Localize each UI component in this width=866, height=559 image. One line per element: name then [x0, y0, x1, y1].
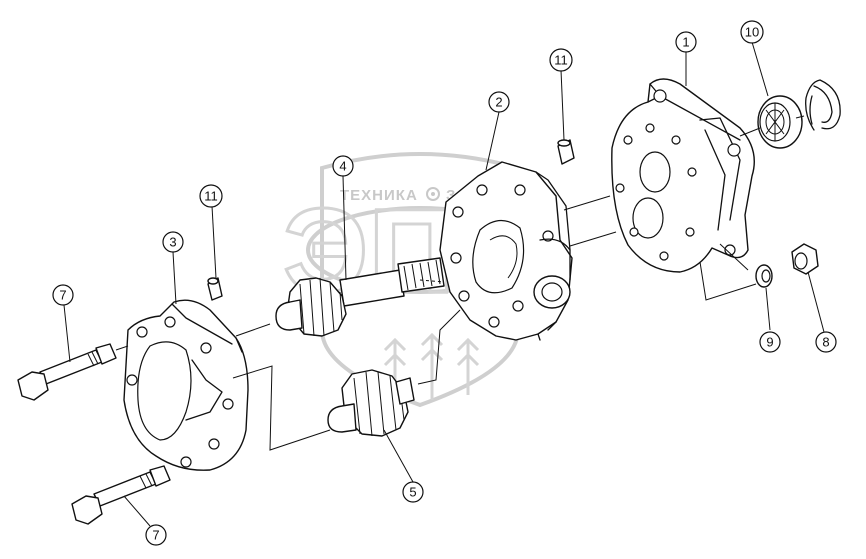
part-11-dowel-pin-lower: [207, 277, 223, 301]
callout-2: 2: [488, 91, 510, 113]
callouts: 1 2 3 4 5 7 7 8: [52, 20, 837, 546]
part-7-bolt-lower: [71, 465, 171, 525]
part-11-dowel-pin-upper: [557, 139, 575, 165]
callout-7-lower: 7: [145, 524, 167, 546]
assembly-lines: [115, 115, 805, 451]
part-8-nut: [791, 243, 819, 275]
svg-text:2: 2: [495, 95, 502, 110]
svg-text:8: 8: [822, 335, 829, 350]
callout-10: 10: [740, 20, 764, 44]
retaining-ring: [805, 79, 841, 131]
part-9-washer: [755, 264, 773, 288]
callout-8: 8: [815, 331, 837, 353]
callout-9: 9: [759, 331, 781, 353]
watermark-shield: [320, 152, 520, 408]
part-5-driven-gear: [327, 369, 415, 437]
part-10-bearing: [757, 95, 803, 149]
part-1-housing: [611, 78, 755, 273]
leader-lines: [63, 41, 825, 527]
svg-text:3: 3: [169, 235, 176, 250]
part-2-pump-body: [439, 161, 573, 341]
svg-text:1: 1: [682, 35, 689, 50]
callout-7-upper: 7: [52, 284, 74, 306]
callout-1: 1: [675, 31, 697, 53]
svg-text:7: 7: [152, 528, 159, 543]
part-7-bolt-upper: [17, 343, 117, 401]
watermark-gear-icon: [426, 187, 440, 201]
callout-4: 4: [332, 155, 354, 177]
svg-text:11: 11: [554, 53, 568, 68]
svg-text:4: 4: [339, 159, 346, 174]
callout-11-upper: 11: [549, 48, 573, 72]
svg-text:5: 5: [409, 485, 416, 500]
watermark-text-left: ТЕХНИКА: [340, 187, 418, 204]
svg-text:9: 9: [766, 335, 773, 350]
callout-11-lower: 11: [199, 184, 223, 208]
svg-text:11: 11: [204, 189, 218, 204]
callout-5: 5: [402, 481, 424, 503]
callout-3: 3: [162, 231, 184, 253]
svg-text:7: 7: [59, 288, 66, 303]
svg-text:10: 10: [745, 25, 759, 40]
part-3-cover: [123, 299, 249, 471]
part-4-drive-shaft-gear: [275, 257, 445, 337]
